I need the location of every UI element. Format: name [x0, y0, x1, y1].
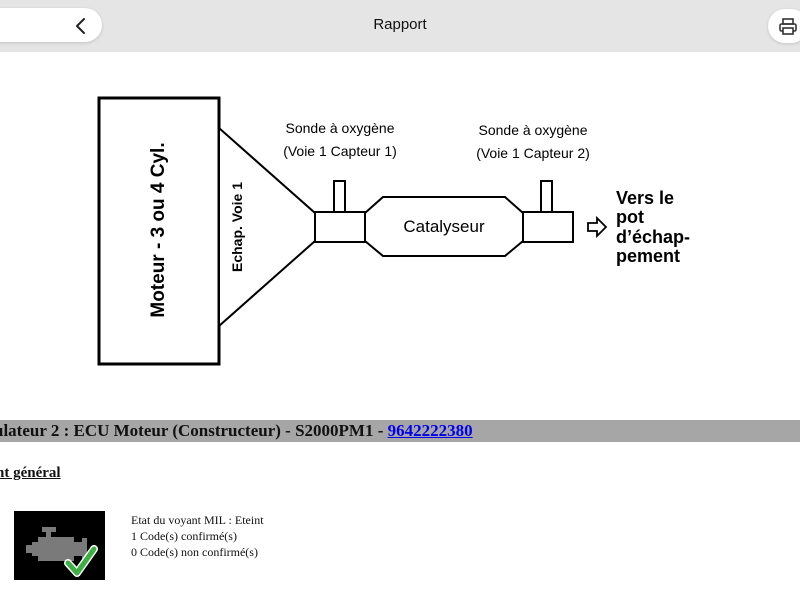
mil-state: Etat du voyant MIL : Eteint [131, 513, 264, 527]
ecu-title-text: ulateur 2 : ECU Moteur (Constructeur) - … [0, 421, 388, 440]
oxygen-sensor-2 [540, 180, 553, 213]
ecu-part-number-link[interactable]: 9642222380 [387, 421, 473, 440]
mil-status: Etat du voyant MIL : Eteint 1 Code(s) co… [131, 512, 264, 560]
chevron-left-icon [76, 18, 85, 34]
oxygen-sensor-1 [333, 180, 346, 213]
pipe-segment-2 [522, 211, 574, 243]
section-title: nt général [0, 465, 61, 481]
exhaust-diagram: Moteur - 3 ou 4 Cyl. Echap. Voie 1 Catal… [97, 96, 690, 366]
sensor-1-label-line2: (Voie 1 Capteur 1) [283, 143, 397, 159]
printer-icon [779, 18, 797, 35]
exhaust-label: Echap. Voie 1 [229, 182, 245, 272]
top-bar: Rapport [0, 0, 800, 52]
engine-check-icon [14, 511, 105, 580]
outlet-label-line2: pot [616, 207, 644, 227]
outlet-label-line4: pement [616, 246, 680, 266]
pipe-segment-1 [314, 211, 366, 243]
print-button[interactable] [768, 9, 800, 43]
ecu-header-bar: ulateur 2 : ECU Moteur (Constructeur) - … [0, 420, 800, 442]
outlet-label-line3: d’échap- [616, 227, 690, 247]
page-title: Rapport [373, 16, 427, 33]
back-button[interactable] [0, 8, 102, 42]
sensor-1-label-line1: Sonde à oxygène [286, 120, 395, 136]
confirmed-codes: 1 Code(s) confirmé(s) [131, 529, 237, 543]
outlet-label-line1: Vers le [616, 188, 674, 208]
ecu-title: ulateur 2 : ECU Moteur (Constructeur) - … [0, 421, 473, 441]
sensor-2-label-line1: Sonde à oxygène [479, 122, 588, 138]
engine-label: Moteur - 3 ou 4 Cyl. [148, 142, 169, 317]
unconfirmed-codes: 0 Code(s) non confirmé(s) [131, 545, 258, 559]
catalyst-label: Catalyseur [403, 217, 485, 236]
sensor-2-label-line2: (Voie 1 Capteur 2) [476, 145, 590, 161]
outlet-arrow-icon [587, 215, 608, 239]
